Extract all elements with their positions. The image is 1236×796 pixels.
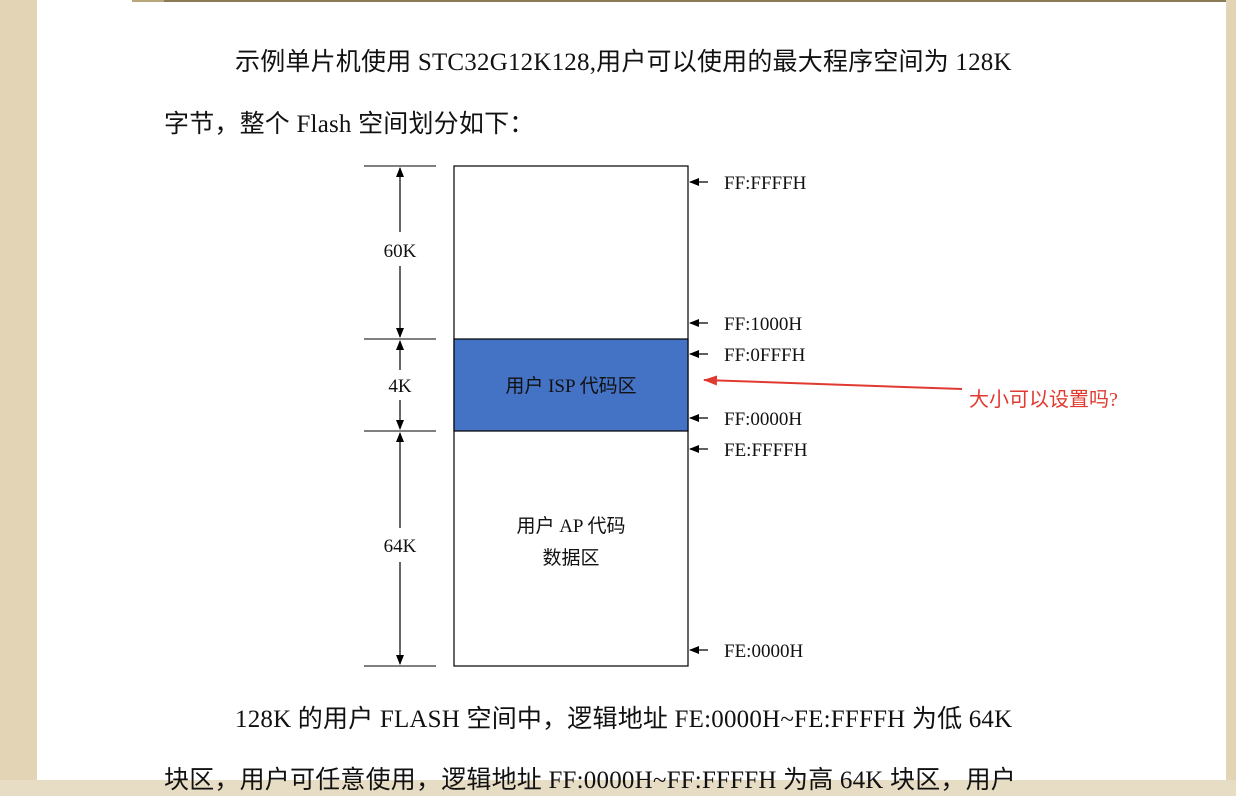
document-page: 示例单片机使用 STC32G12K128,用户可以使用的最大程序空间为 128K… xyxy=(37,0,1226,794)
address-ff-0000: FF:0000H xyxy=(724,409,802,430)
top-rule-tick xyxy=(132,0,164,2)
size-label-4k: 4K xyxy=(388,376,412,397)
right-background-strip xyxy=(1226,0,1236,780)
flash-memory-map-diagram: 用户 ISP 代码区 用户 AP 代码 数据区 60K 4K 64K FF:FF… xyxy=(364,165,1118,667)
address-ff-ffff: FF:FFFFH xyxy=(724,173,807,194)
address-fe-0000: FE:0000H xyxy=(724,641,803,662)
left-background-strip xyxy=(0,0,37,780)
paragraph2-line2: 块区，用户可任意使用，逻辑地址 FF:0000H~FF:FFFFH 为高 64K… xyxy=(164,767,1017,794)
paragraph2-line1: 128K 的用户 FLASH 空间中，逻辑地址 FE:0000H~FE:FFFF… xyxy=(235,706,1013,733)
isp-region xyxy=(453,338,689,432)
top-rule xyxy=(132,0,1226,2)
ap-region-label-line2: 数据区 xyxy=(542,547,599,569)
paragraph1-line2: 字节，整个 Flash 空间划分如下： xyxy=(164,111,535,138)
paragraph1-line1: 示例单片机使用 STC32G12K128,用户可以使用的最大程序空间为 128K xyxy=(235,49,1012,76)
ap-region-label-line1: 用户 AP 代码 xyxy=(516,515,625,537)
size-label-64k: 64K xyxy=(384,536,417,557)
address-fe-ffff: FE:FFFFH xyxy=(724,440,808,461)
annotation-text: 大小可以设置吗? xyxy=(969,388,1118,411)
address-ff-0fff: FF:0FFFH xyxy=(724,345,806,366)
size-label-60k: 60K xyxy=(384,241,417,262)
annotation-arrow xyxy=(703,375,963,390)
address-ff-1000: FF:1000H xyxy=(724,314,802,335)
isp-region-label: 用户 ISP 代码区 xyxy=(505,375,636,397)
